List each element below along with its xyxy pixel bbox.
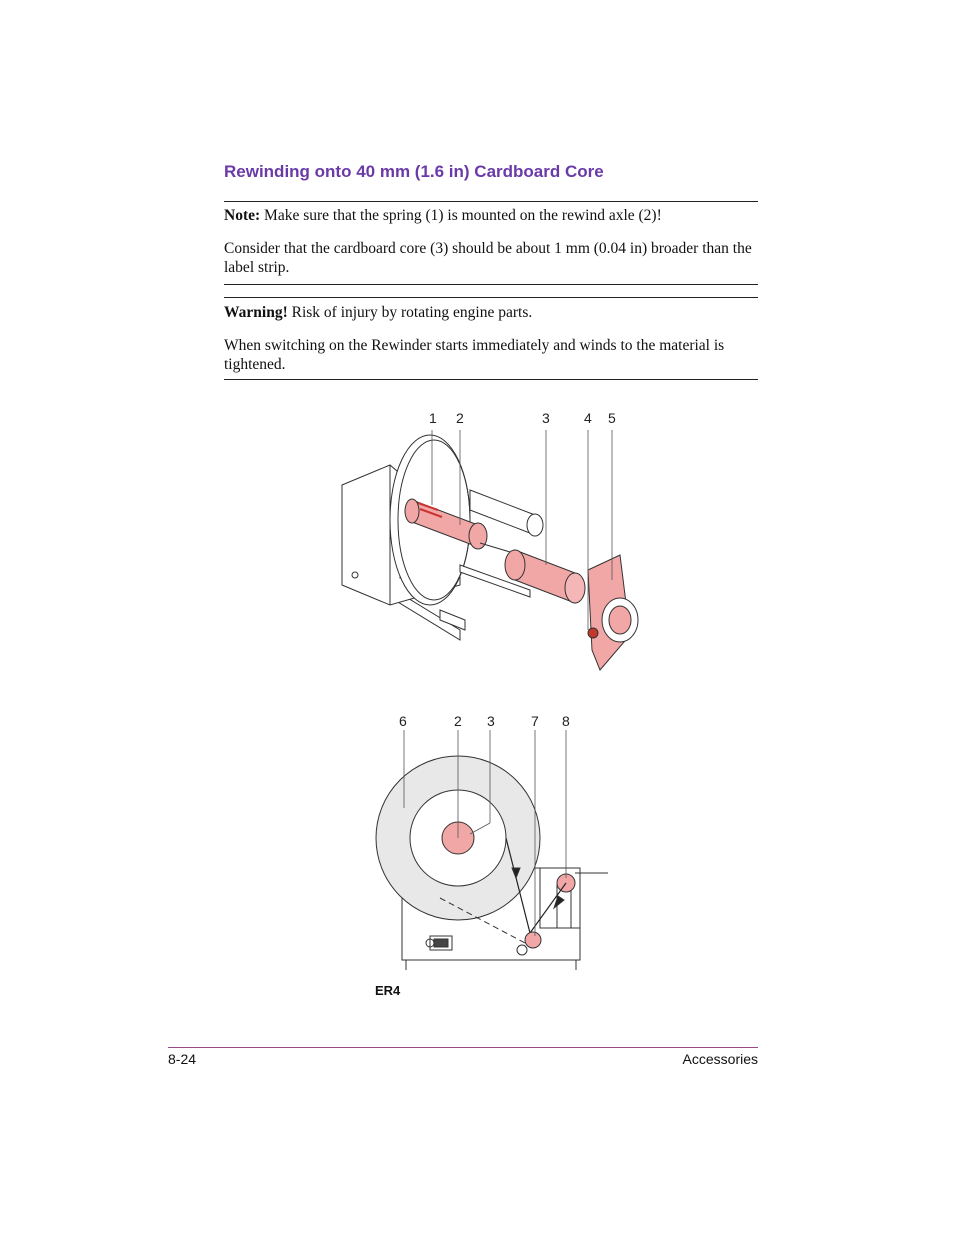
callout-3b: 3: [487, 713, 495, 729]
rewinder-exploded-figure: 1 2 3 4 5: [341, 410, 639, 671]
page-number: 8-24: [168, 1051, 197, 1067]
callout-5: 5: [608, 410, 616, 426]
note-bottom-rule: [224, 284, 758, 285]
callout-2: 2: [456, 410, 464, 426]
note-label: Note:: [224, 207, 261, 224]
callout-4: 4: [584, 410, 592, 426]
warning-text: Risk of injury by rotating engine parts.: [287, 304, 533, 321]
note-paragraph: Note: Make sure that the spring (1) is m…: [224, 206, 758, 225]
footer-rule: [168, 1047, 758, 1048]
footer-section: Accessories: [682, 1051, 758, 1067]
callout-7: 7: [531, 713, 539, 729]
warning-label: Warning!: [224, 304, 288, 321]
callout-2b: 2: [454, 713, 462, 729]
warning-bottom-rule: [224, 379, 758, 380]
callout-3: 3: [542, 410, 550, 426]
callout-1: 1: [429, 410, 437, 426]
note-text: Make sure that the spring (1) is mounted…: [260, 207, 662, 224]
callout-6: 6: [399, 713, 407, 729]
section-heading: Rewinding onto 40 mm (1.6 in) Cardboard …: [224, 162, 604, 181]
rewinder-side-figure: 6 2 3 7 8: [375, 713, 608, 970]
callout-8: 8: [562, 713, 570, 729]
core-width-paragraph: Consider that the cardboard core (3) sho…: [224, 240, 752, 276]
warning-top-rule: [224, 297, 758, 298]
figure-caption: ER4: [375, 983, 401, 998]
note-top-rule: [224, 201, 758, 202]
warning-paragraph: Warning! Risk of injury by rotating engi…: [224, 303, 758, 322]
rewinder-start-paragraph: When switching on the Rewinder starts im…: [224, 337, 725, 373]
